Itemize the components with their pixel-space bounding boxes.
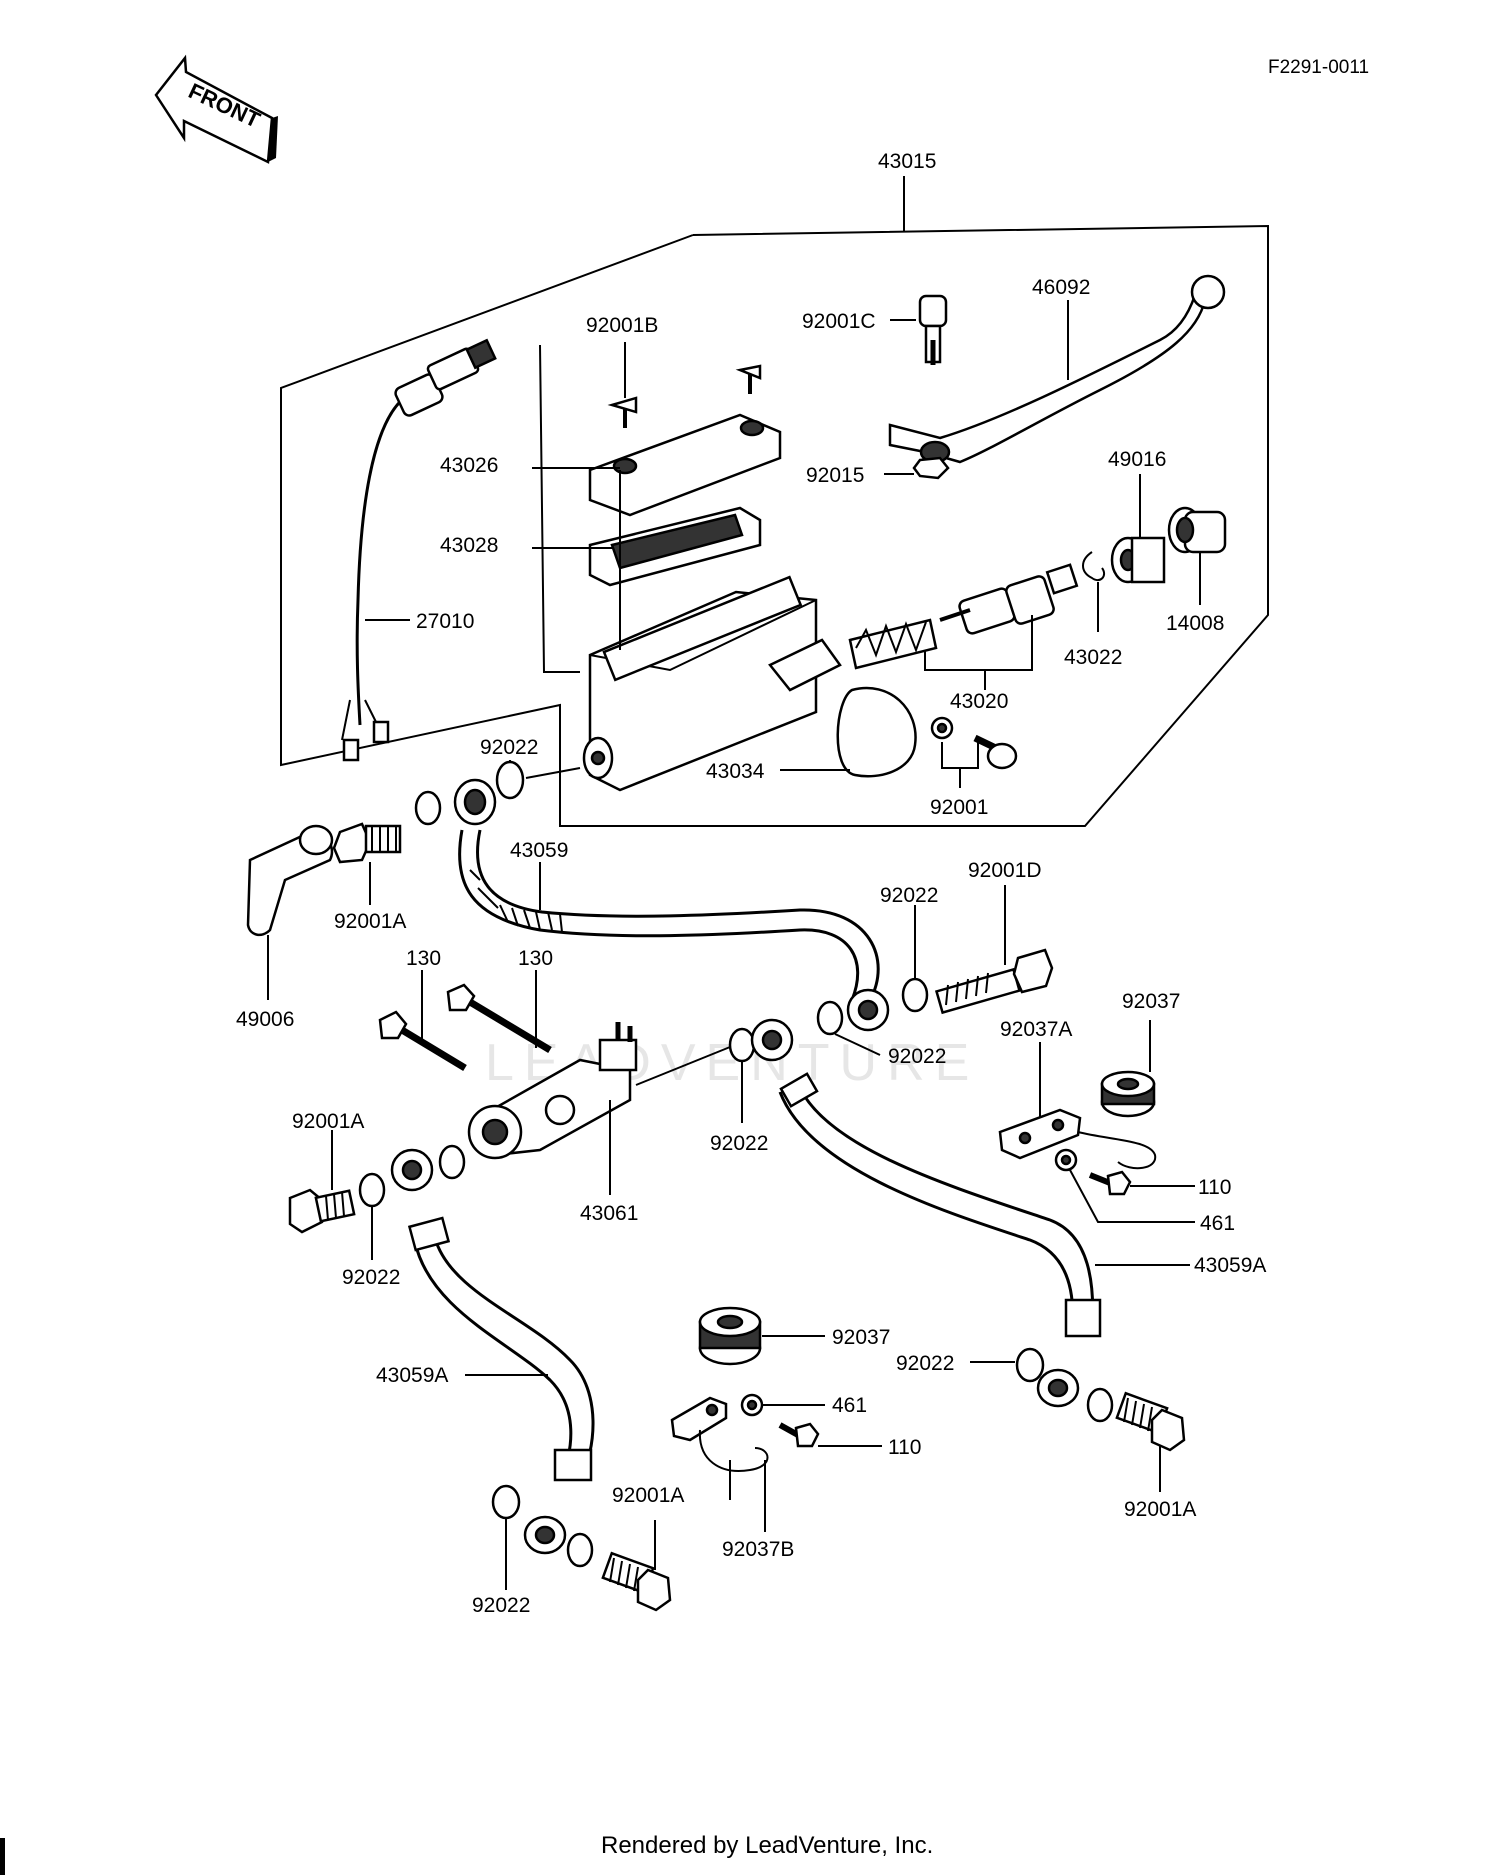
label-43059: 43059 bbox=[510, 839, 568, 862]
leader-461-top bbox=[1069, 1169, 1195, 1223]
label-43059a-left: 43059A bbox=[376, 1364, 448, 1387]
leader-92001-bracket bbox=[941, 742, 979, 769]
label-110-top: 110 bbox=[1198, 1176, 1231, 1199]
brake-hose-43059a-left bbox=[390, 1148, 595, 1555]
footer-rendered-by: Rendered by LeadVenture, Inc. bbox=[601, 1832, 933, 1859]
reservoir-cap bbox=[588, 413, 782, 517]
label-110-bottom: 110 bbox=[888, 1436, 921, 1459]
screw-92001b bbox=[607, 342, 762, 428]
label-43022: 43022 bbox=[1064, 646, 1122, 669]
leader-92022-mid bbox=[834, 1033, 881, 1056]
bolt-92001c bbox=[918, 294, 948, 365]
brake-hose-43059 bbox=[453, 778, 890, 1032]
label-92022-d: 92022 bbox=[880, 884, 938, 907]
label-92037b: 92037B bbox=[722, 1538, 794, 1561]
label-27010: 27010 bbox=[416, 610, 474, 633]
label-92022-mid: 92022 bbox=[888, 1045, 946, 1068]
grommet-92037-top bbox=[1100, 1070, 1156, 1118]
washer-92022-d bbox=[901, 977, 929, 1013]
bolt-92001a-joint bbox=[288, 1188, 356, 1234]
label-92022-bottom: 92022 bbox=[472, 1594, 530, 1617]
label-92037-top: 92037 bbox=[1122, 990, 1180, 1013]
bracket-92037a bbox=[998, 1108, 1157, 1170]
bolt-110-top bbox=[1088, 1170, 1132, 1196]
label-14008: 14008 bbox=[1166, 612, 1224, 635]
label-130-right: 130 bbox=[518, 947, 553, 970]
label-92022-top: 92022 bbox=[480, 736, 538, 759]
circlip-43022 bbox=[1082, 551, 1106, 582]
front-arrow-icon: FRONT bbox=[154, 54, 278, 164]
washer-92022-top bbox=[495, 760, 525, 800]
assembly-outline-inner bbox=[539, 344, 580, 673]
rubber-cap-49006 bbox=[246, 824, 334, 937]
brake-lever bbox=[888, 274, 1226, 464]
label-92037a: 92037A bbox=[1000, 1018, 1072, 1041]
washer-92022-joint bbox=[728, 1027, 756, 1063]
brake-hose-43059a-right bbox=[750, 1018, 1102, 1408]
bolt-110-bottom bbox=[778, 1422, 820, 1448]
diagram-code: F2291-0011 bbox=[1268, 57, 1369, 78]
clamp-bolt-92001 bbox=[930, 716, 1018, 770]
label-92015: 92015 bbox=[806, 464, 864, 487]
piston-kit bbox=[848, 563, 1079, 670]
label-92001c: 92001C bbox=[802, 310, 876, 333]
washer-92022-right bbox=[1015, 1347, 1045, 1383]
assembly-outline bbox=[280, 224, 1269, 827]
label-92001b: 92001B bbox=[586, 314, 658, 337]
washer-92022-mid bbox=[816, 1000, 844, 1036]
label-43020: 43020 bbox=[950, 690, 1008, 713]
label-43061: 43061 bbox=[580, 1202, 638, 1225]
bolt-130-left bbox=[378, 1010, 467, 1071]
washer-bottom-left-bolt bbox=[566, 1532, 594, 1568]
brake-switch bbox=[341, 338, 497, 762]
label-43026: 43026 bbox=[440, 454, 498, 477]
label-92001a-bottom-right: 92001A bbox=[1124, 1498, 1196, 1521]
washer-right-lower bbox=[1086, 1387, 1114, 1423]
label-130-left: 130 bbox=[406, 947, 441, 970]
label-43028: 43028 bbox=[440, 534, 498, 557]
bolt-92001a-bottom-right bbox=[1115, 1391, 1186, 1452]
leader-joint-right bbox=[635, 1044, 736, 1086]
label-49016: 49016 bbox=[1108, 448, 1166, 471]
bolt-92001a-bottom-left bbox=[601, 1551, 672, 1612]
label-92001a-joint: 92001A bbox=[292, 1110, 364, 1133]
washer-92022-joint-left bbox=[358, 1172, 386, 1208]
washer-bolt-a-left bbox=[414, 790, 442, 826]
joint-43061 bbox=[467, 1022, 638, 1160]
leader-washer-master bbox=[525, 767, 581, 779]
nut-92015 bbox=[912, 456, 950, 480]
label-92001: 92001 bbox=[930, 796, 988, 819]
label-92001d: 92001D bbox=[968, 859, 1042, 882]
master-cylinder bbox=[582, 575, 917, 792]
label-461-bottom: 461 bbox=[832, 1394, 867, 1417]
label-43034: 43034 bbox=[706, 760, 765, 783]
edge-mark bbox=[0, 1838, 5, 1875]
washer-joint-banjo bbox=[438, 1144, 466, 1180]
label-92001a-top: 92001A bbox=[334, 910, 406, 933]
leader-43020-bracket bbox=[924, 615, 1033, 671]
bracket-92037b bbox=[670, 1396, 769, 1500]
grommet-92037-bottom bbox=[698, 1306, 762, 1366]
label-43059a-right: 43059A bbox=[1194, 1254, 1266, 1277]
label-92022-joint: 92022 bbox=[710, 1132, 768, 1155]
washer-92022-bottom bbox=[491, 1484, 521, 1520]
label-461-top: 461 bbox=[1200, 1212, 1235, 1235]
diaphragm-pattern bbox=[610, 513, 744, 570]
label-43015: 43015 bbox=[878, 150, 936, 173]
bolt-92001a-top bbox=[332, 822, 402, 864]
seal-49016 bbox=[1110, 536, 1166, 584]
bolt-92001d bbox=[934, 948, 1054, 1015]
boot-14008 bbox=[1167, 506, 1227, 554]
label-92001a-bottom-left: 92001A bbox=[612, 1484, 684, 1507]
label-46092: 46092 bbox=[1032, 276, 1090, 299]
label-92037-bottom: 92037 bbox=[832, 1326, 890, 1349]
label-49006: 49006 bbox=[236, 1008, 294, 1031]
label-92022-joint-left: 92022 bbox=[342, 1266, 400, 1289]
label-92022-right: 92022 bbox=[896, 1352, 954, 1375]
